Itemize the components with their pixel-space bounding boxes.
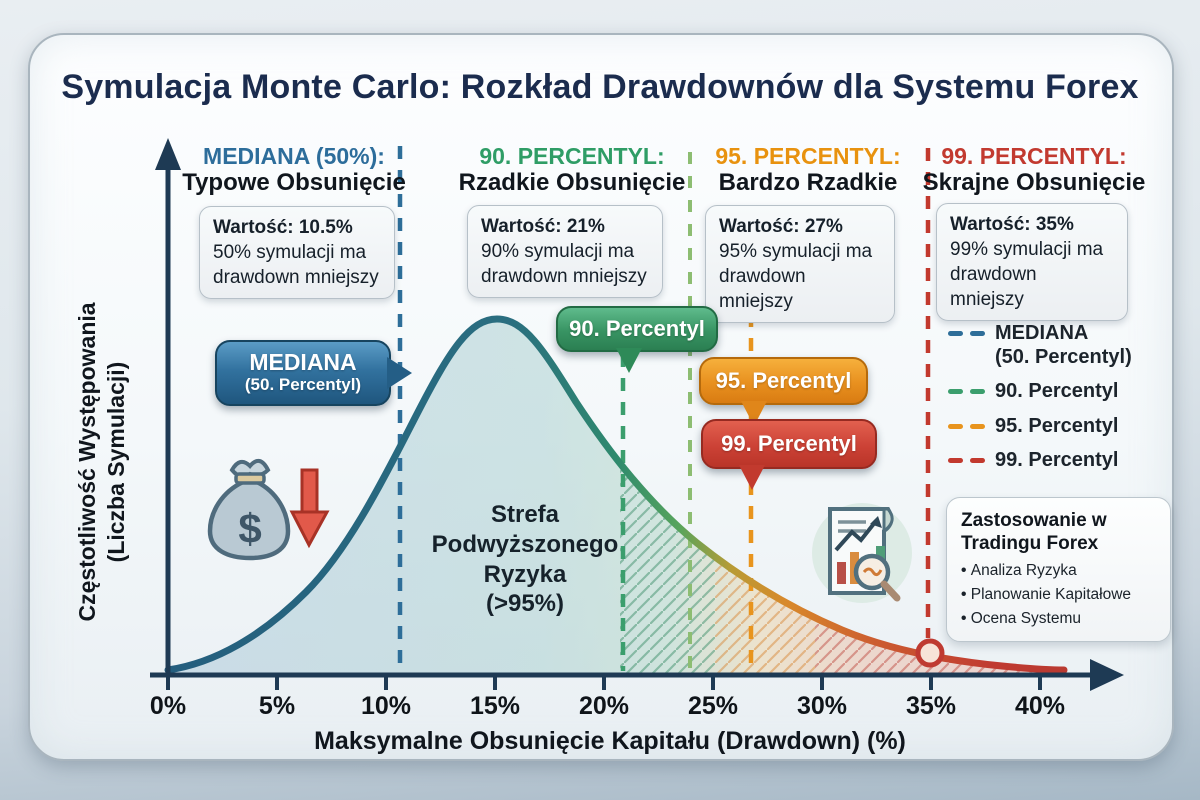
x-tick-5: 5% <box>258 692 296 720</box>
legend: MEDIANA (50. Percentyl) 90. Percentyl 95… <box>948 322 1158 484</box>
column-header-p95: 95. PERCENTYL: Bardzo Rzadkie <box>715 143 901 196</box>
y-axis-arrowhead <box>155 138 181 170</box>
distribution-curve <box>164 315 1068 674</box>
applications-box: Zastosowanie w Tradingu Forex Analiza Ry… <box>946 497 1171 642</box>
x-axis-label: Maksymalne Obsunięcie Kapitału (Drawdown… <box>314 727 906 755</box>
p95-dash-swatch <box>948 423 985 439</box>
x-tick-0: 0% <box>149 692 187 720</box>
x-tick-40: 40% <box>1014 692 1066 720</box>
info-box-p90: Wartość: 21% 90% symulacji ma drawdown m… <box>467 205 663 299</box>
x-tick-25: 25% <box>687 692 739 720</box>
x-tick-15: 15% <box>469 692 521 720</box>
svg-text:$: $ <box>238 505 261 552</box>
median-dash-swatch <box>948 331 985 369</box>
callout-p90: 90. Percentyl <box>556 306 718 373</box>
callout-p99: 99. Percentyl <box>701 419 877 490</box>
money-bag-icon: $ <box>207 458 330 561</box>
column-header-p99: 99. PERCENTYL: Skrajne Obsunięcie <box>922 143 1146 196</box>
p99-curve-marker <box>915 638 945 668</box>
info-box-p95: Wartość: 27% 95% symulacji ma drawdown m… <box>705 205 895 324</box>
x-axis-tick-marks <box>166 675 1042 690</box>
callout-median: MEDIANA (50. Percentyl) <box>215 340 391 406</box>
info-box-median: Wartość: 10.5% 50% symulacji ma drawdown… <box>199 206 395 300</box>
x-tick-10: 10% <box>360 692 412 720</box>
chart-report-icon <box>812 503 912 603</box>
legend-item-median: MEDIANA (50. Percentyl) <box>948 322 1158 369</box>
column-header-p90: 90. PERCENTYL: Rzadkie Obsunięcie <box>458 143 686 196</box>
page-title: Symulacja Monte Carlo: Rozkład Drawdownó… <box>61 68 1139 106</box>
legend-item-p90: 90. Percentyl <box>948 380 1158 404</box>
high-risk-zone-label: Strefa Podwyższonego Ryzyka (>95%) <box>431 501 619 618</box>
info-box-p99: Wartość: 35% 99% symulacji ma drawdown m… <box>936 203 1128 322</box>
p90-dash-swatch <box>948 389 985 404</box>
legend-item-p95: 95. Percentyl <box>948 415 1158 439</box>
legend-item-p99: 99. Percentyl <box>948 449 1158 473</box>
x-tick-35: 35% <box>905 692 957 720</box>
p99-dash-swatch <box>948 458 985 473</box>
x-tick-30: 30% <box>796 692 848 720</box>
y-axis-label: Częstotliwość Występowania (Liczba Symul… <box>74 302 129 622</box>
x-axis-arrowhead <box>1090 659 1124 691</box>
distribution-area-fill <box>168 319 1064 673</box>
x-tick-20: 20% <box>578 692 630 720</box>
column-header-median: MEDIANA (50%): Typowe Obsunięcie <box>182 143 406 196</box>
callout-p95: 95. Percentyl <box>699 357 868 426</box>
